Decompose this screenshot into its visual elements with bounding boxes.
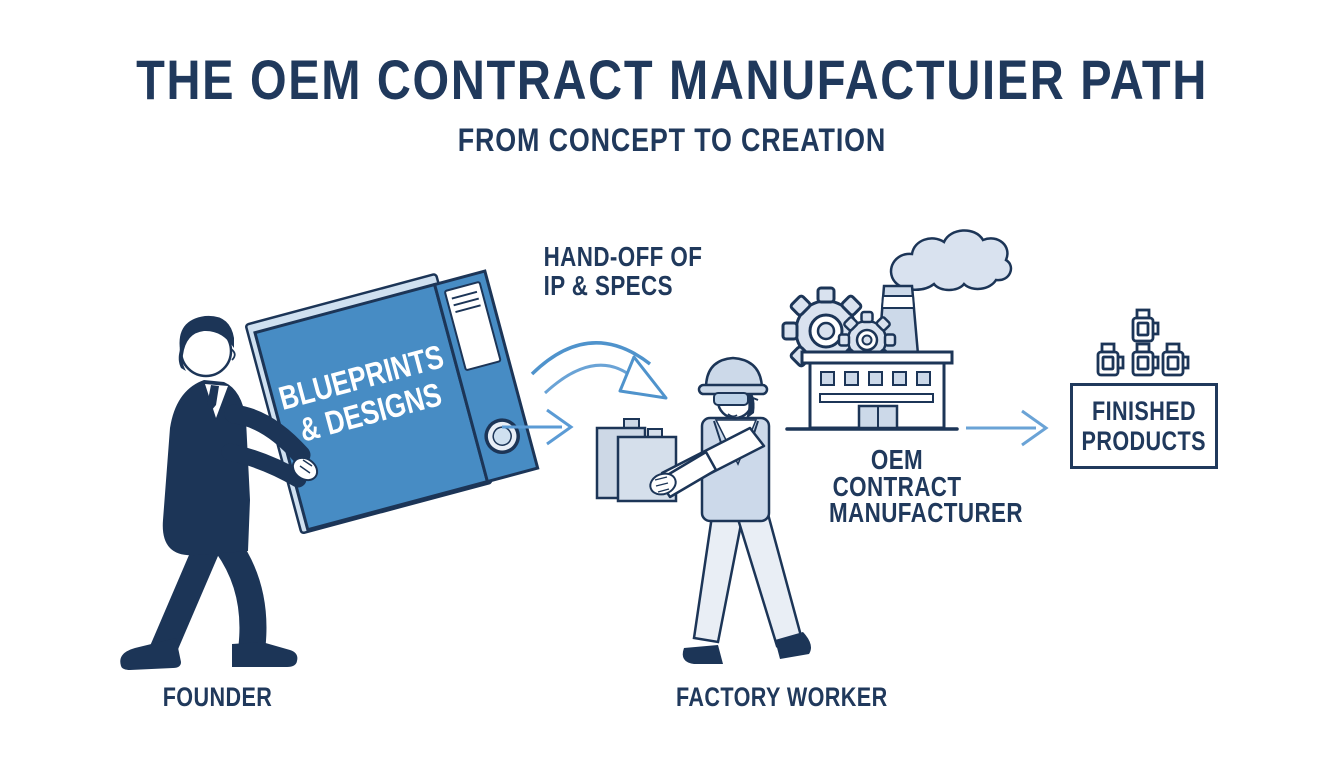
blueprints-binder-icon: BLUEPRINTS & DESIGNS: [245, 269, 540, 535]
factory-windows: [820, 371, 931, 386]
page-title: THE OEM CONTRACT MANUFACTUIER PATH: [136, 48, 1208, 111]
founder-arms: [221, 404, 319, 488]
finished-products-box: FINISHED PRODUCTS: [1070, 383, 1218, 469]
smoke-icon: [889, 229, 1013, 292]
output-arrow-icon: [966, 409, 1049, 447]
flow-arrow-icon: [502, 408, 574, 446]
oem-line1: OEM: [870, 444, 924, 475]
factory-worker-figure-icon: [595, 356, 811, 664]
handoff-line2: IP & SPECS: [543, 270, 673, 301]
oem-line2: CONTRACT: [832, 470, 962, 502]
founder-label-text: FOUNDER: [162, 682, 273, 712]
handoff-arc-arrow-icon: [530, 341, 668, 400]
handoff-line1: HAND-OFF OF: [543, 241, 703, 272]
product-bottles-icon: [1096, 308, 1190, 377]
founder-label: FOUNDER: [145, 682, 290, 713]
factory-worker-label: FACTORY WORKER: [658, 682, 888, 713]
oem-manufacturer-label: OEM CONTRACT MANUFACTURER: [812, 444, 1023, 528]
founder-figure-icon: [120, 315, 298, 670]
header: THE OEM CONTRACT MANUFACTUIER PATH FROM …: [0, 52, 1344, 159]
finished-line2: PRODUCTS: [1081, 426, 1207, 456]
oem-line3: MANUFACTURER: [829, 497, 1023, 528]
finished-line1: FINISHED: [1091, 396, 1196, 426]
factory-worker-label-text: FACTORY WORKER: [676, 682, 888, 712]
factory-building-icon: [781, 229, 1013, 431]
handoff-label: HAND-OFF OF IP & SPECS: [528, 241, 703, 301]
page-subtitle: FROM CONCEPT TO CREATION: [457, 122, 887, 158]
